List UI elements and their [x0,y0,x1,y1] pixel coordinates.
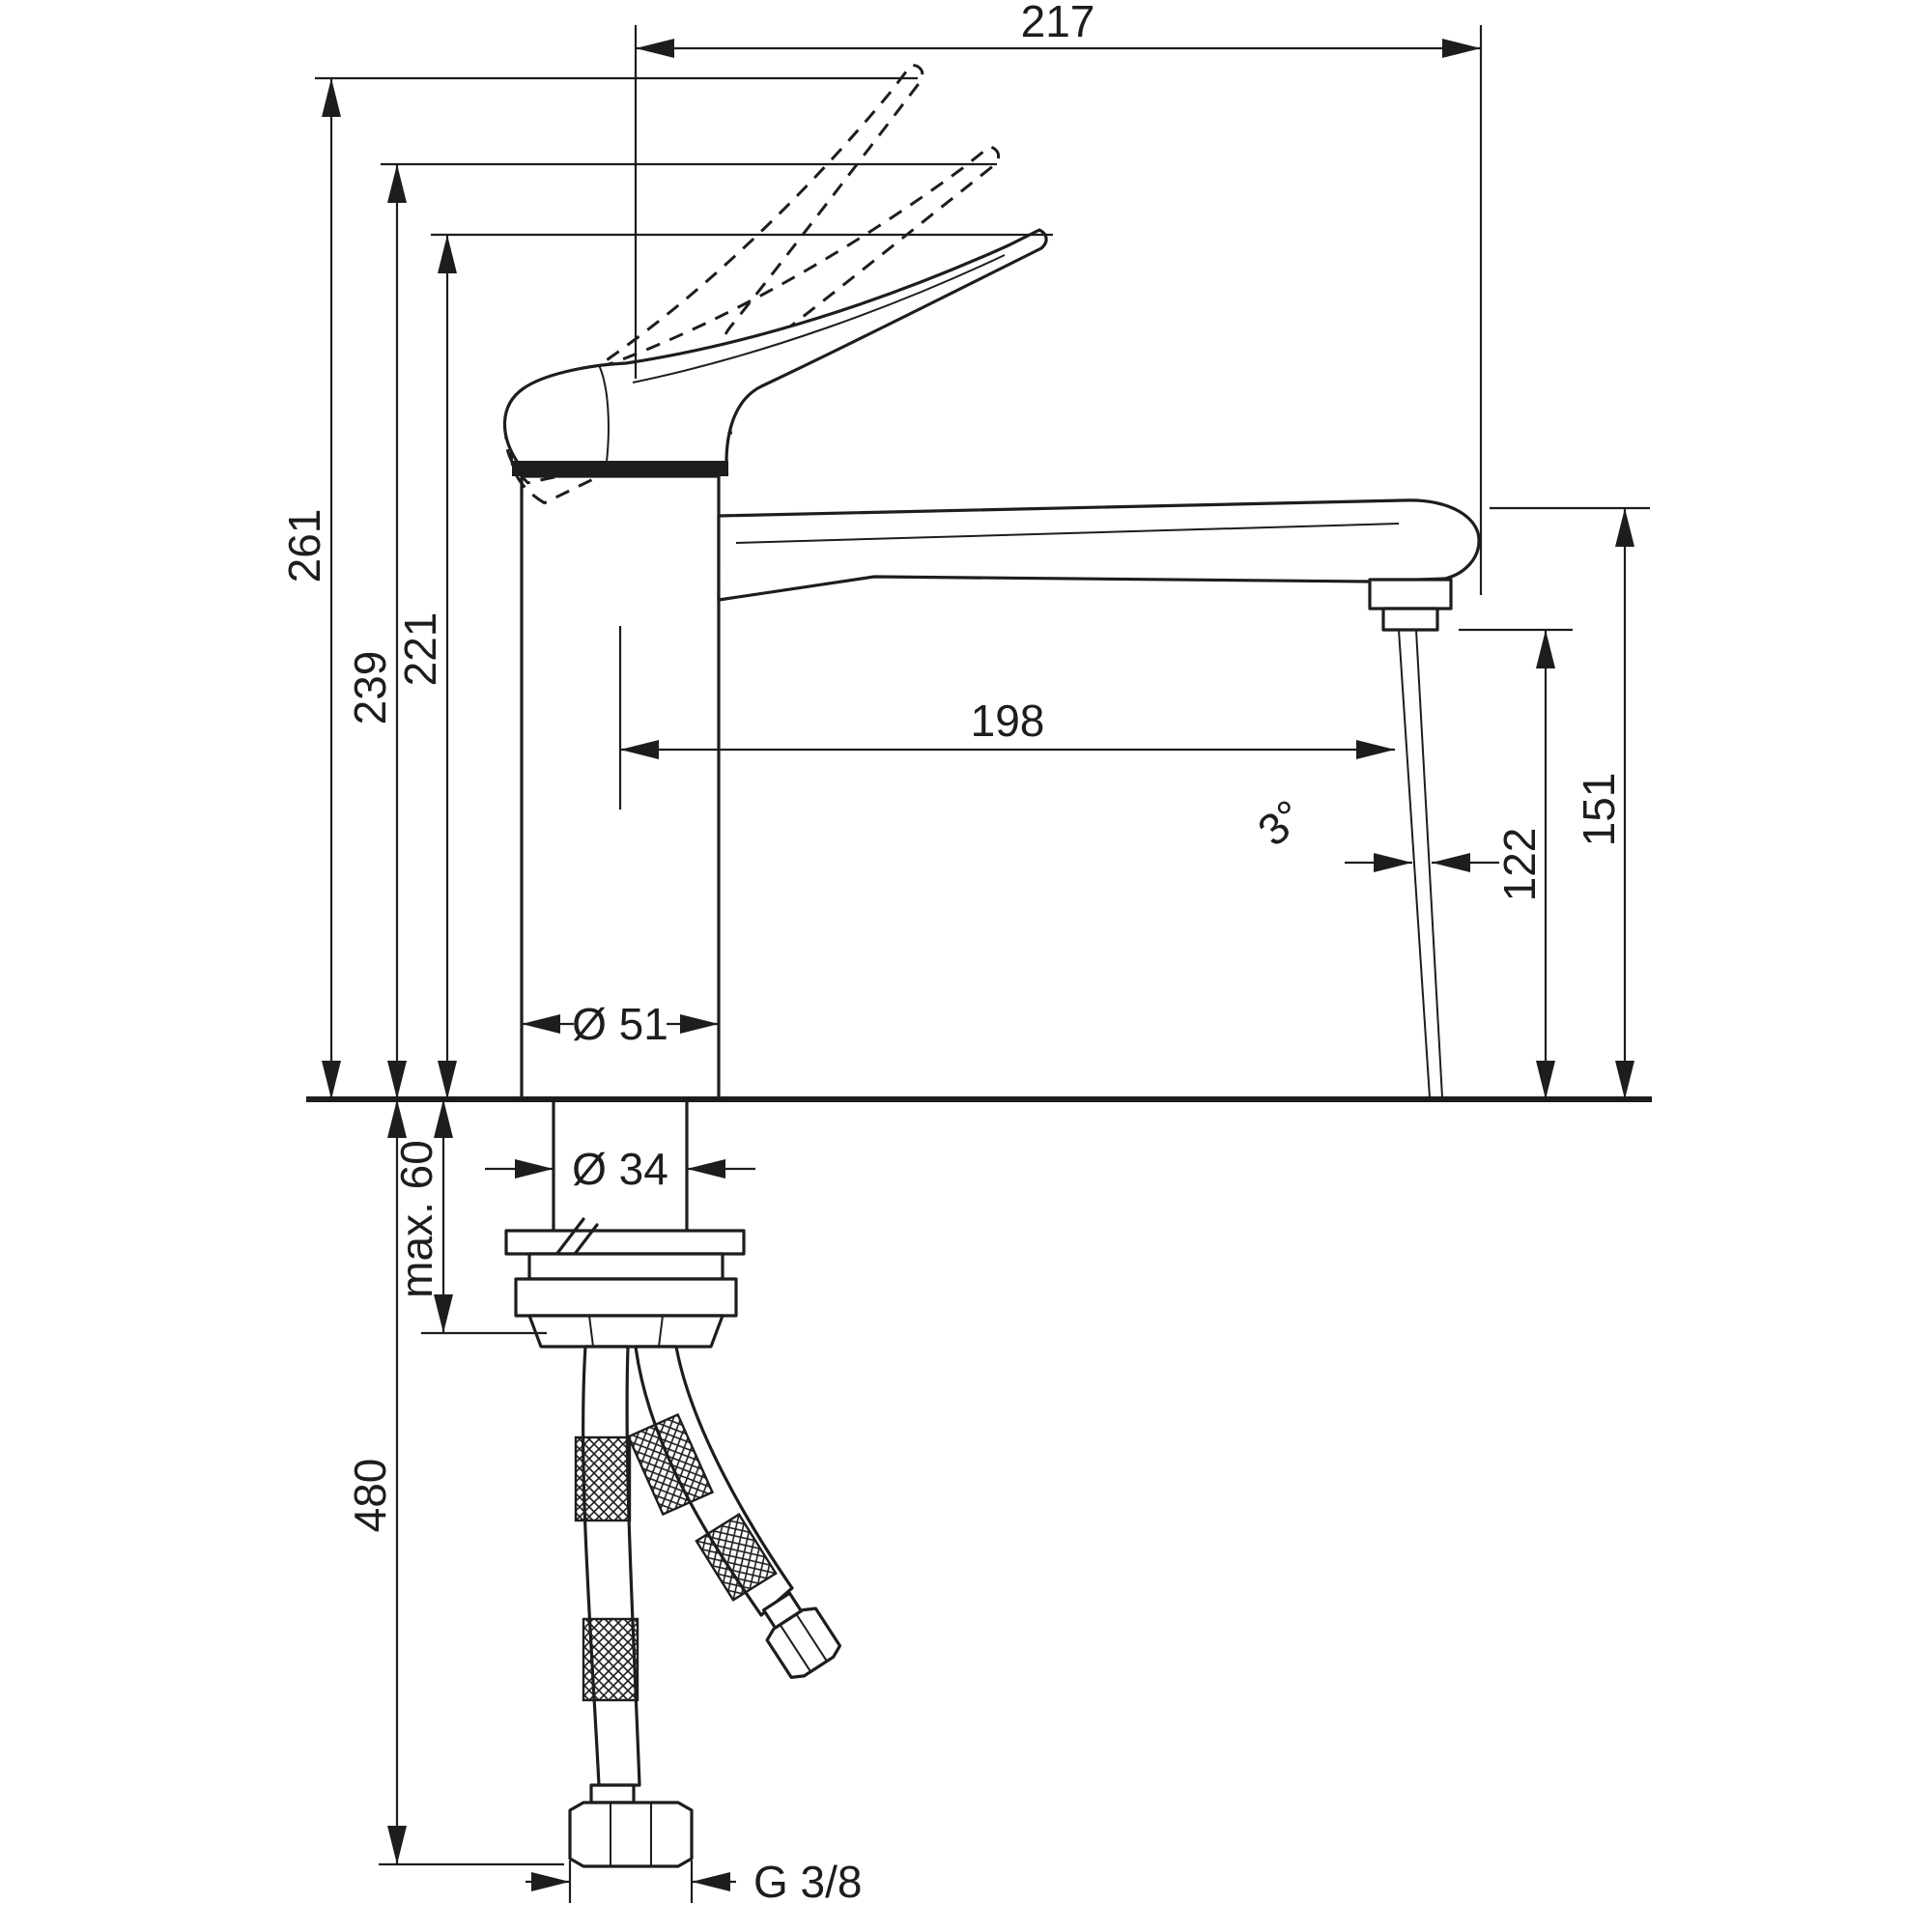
dim-198-label: 198 [971,696,1045,746]
dim-angle-label: 3° [1248,790,1313,856]
dim-connection-thread: G 3/8 [526,1857,863,1907]
dim-221-label: 221 [395,612,445,687]
dim-221: 221 [395,233,1053,1099]
spout-highlight-line [735,523,1400,544]
stream-line-right [1415,629,1443,1098]
dimensions: 217 261 239 221 198 122 [279,0,1650,1907]
dim-239: 239 [345,162,997,1099]
aerator-ring [1381,607,1439,632]
dim-261-label: 261 [279,509,329,583]
handle-lever [502,228,1048,476]
hose-right-braid-band-2 [695,1513,778,1602]
dim-122: 122 [1459,628,1573,1099]
faucet-drawing [306,63,1652,1868]
dim-hose-length: 480 [345,1099,564,1866]
clamp-nut [527,1314,724,1349]
dim-stream-angle: 3° [1248,790,1499,872]
dim-max60-label: max. 60 [391,1140,441,1298]
hose-left-braid-band-2 [582,1617,639,1702]
spout-outline [717,498,1481,602]
fitting-facet-2 [795,1613,828,1662]
dim-480-label: 480 [345,1459,395,1533]
dim-217: 217 [634,0,1483,595]
dim-122-label: 122 [1494,828,1545,902]
mounting-assembly [504,1097,746,1349]
dim-217-label: 217 [1021,0,1095,46]
handle-inner-line [632,254,1006,384]
handle-base-band [512,461,728,476]
hose-right-braid-band-1 [626,1412,715,1517]
dim-shank-diameter: Ø 34 [485,1144,755,1194]
dim-dia51-label: Ø 51 [572,999,668,1049]
hose-left-collar [589,1783,636,1804]
dim-198: 198 [618,626,1395,810]
dim-g38-label: G 3/8 [753,1857,863,1907]
fitting-facet-1 [779,1624,812,1673]
dim-151: 151 [1490,506,1650,1099]
clamp-hatched-block [514,1277,738,1318]
dim-body-diameter: Ø 51 [522,999,719,1049]
dim-151-label: 151 [1574,773,1624,847]
dim-261: 261 [279,76,918,1099]
handle-base-seam [598,364,610,463]
spacer-ring [527,1252,724,1281]
dim-239-label: 239 [345,651,395,725]
mounting-plate [504,1229,746,1256]
hose-right-fitting [761,1591,842,1680]
hose-left-braid-band-1 [574,1435,632,1522]
spout [717,498,1481,632]
handle-outline [502,228,1048,465]
clamp-nut-facet-1 [588,1315,594,1348]
clamp-nut-facet-2 [658,1315,664,1348]
water-stream [1398,629,1443,1098]
fitting-hex [765,1606,842,1680]
hose-left-outline [582,1345,641,1787]
supply-hoses [568,1345,842,1868]
stream-line-left [1398,629,1431,1098]
aerator-housing [1368,578,1453,611]
hose-left-hex-nut [568,1801,694,1868]
dim-dia34-label: Ø 34 [572,1144,668,1194]
